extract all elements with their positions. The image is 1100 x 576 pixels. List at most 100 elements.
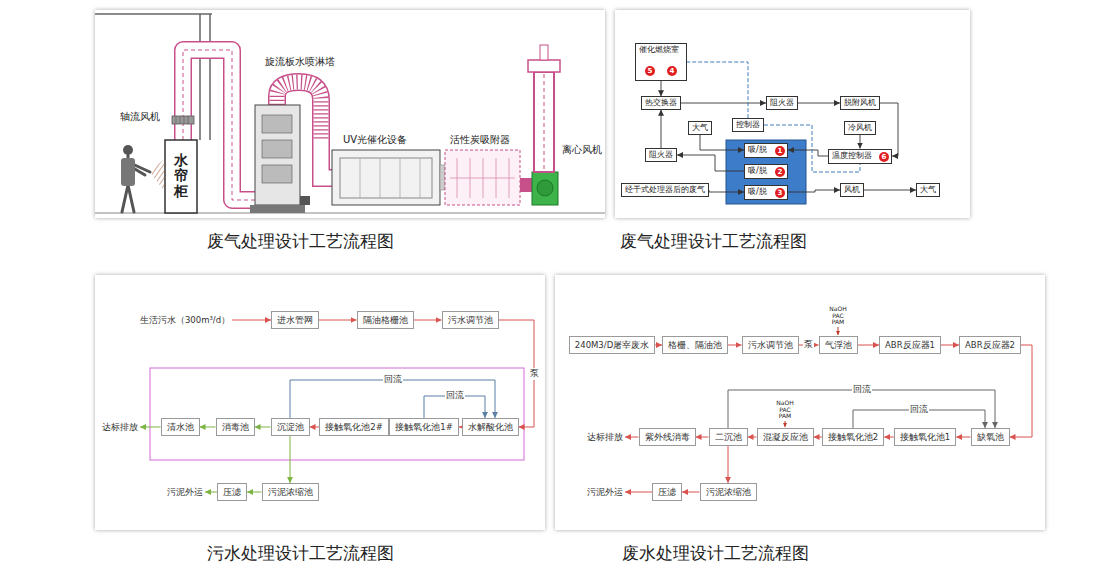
node-text: 接触氧化池2# bbox=[325, 422, 383, 432]
node-text: 达标排放 bbox=[102, 422, 138, 432]
flow-arrow bbox=[655, 345, 662, 346]
chimney bbox=[528, 60, 560, 72]
node-text: 污水调节池 bbox=[448, 315, 493, 325]
process-box: 缺氧池 bbox=[971, 428, 1010, 446]
process-box: 接触氧化池2# bbox=[319, 418, 389, 436]
node-text: 清水池 bbox=[167, 422, 194, 432]
flow-arrow bbox=[1010, 345, 1033, 437]
edge-label: 回流 bbox=[383, 374, 403, 386]
process-box: 紫外线消毒 bbox=[639, 428, 696, 446]
centrifugal-fan bbox=[537, 180, 553, 196]
node-text: 240M3/D屠宰废水 bbox=[575, 340, 649, 350]
node-text: 4 bbox=[667, 66, 677, 76]
node-text: 接触氧化池1# bbox=[395, 422, 453, 432]
part-name: 旋流板水喷淋塔 bbox=[265, 55, 335, 69]
flow-arrow bbox=[625, 437, 639, 438]
part-name: 活性炭吸附器 bbox=[450, 133, 510, 147]
node-text: ABR反应器2 bbox=[965, 340, 1015, 350]
axial-fan bbox=[172, 116, 194, 124]
node-text: 3 bbox=[775, 188, 785, 198]
chimney bbox=[534, 72, 554, 172]
process-box: 阻火器 bbox=[766, 96, 798, 110]
process-box: 阻火器 bbox=[645, 148, 677, 162]
node-text: 沉淀池 bbox=[277, 422, 304, 432]
flow-arrow bbox=[788, 150, 828, 156]
node-text: 进水管网 bbox=[277, 315, 313, 325]
caption: 废气处理设计工艺流程图 bbox=[620, 230, 807, 253]
node-text: 污泥外运 bbox=[587, 487, 623, 497]
process-box: 清水池 bbox=[161, 418, 200, 436]
process-box: 隔油格栅池 bbox=[357, 311, 414, 329]
node-text: 压滤 bbox=[223, 487, 241, 497]
process-box: 进水管网 bbox=[271, 311, 319, 329]
dosing-arrow bbox=[785, 421, 786, 427]
callout-number: 6 bbox=[879, 152, 889, 162]
node-text: 生活污水（300m³/d） bbox=[140, 315, 230, 325]
node-text: 压滤 bbox=[658, 487, 676, 497]
spray-tower bbox=[262, 140, 292, 158]
flow-arrow bbox=[682, 492, 700, 493]
process-box: 压滤 bbox=[217, 483, 247, 501]
node-text: 2 bbox=[775, 167, 785, 177]
node-text: 污水调节池 bbox=[748, 340, 793, 350]
node-text: 冷风机 bbox=[848, 123, 872, 132]
process-box: 脱附风机 bbox=[840, 96, 880, 110]
process-box: 经干式处理器后的废气 bbox=[621, 183, 709, 197]
flow-arrow bbox=[814, 437, 822, 438]
node-text: 污泥浓缩池 bbox=[268, 487, 313, 497]
worker bbox=[122, 155, 150, 212]
dosing-note: NaOH PAC PAM bbox=[829, 306, 846, 326]
node-text: 接触氧化池1 bbox=[900, 432, 950, 442]
flow-arrow bbox=[247, 492, 262, 493]
flow-arrow bbox=[884, 437, 894, 438]
node-text: 紫外线消毒 bbox=[645, 432, 690, 442]
building bbox=[95, 14, 212, 140]
flow-arrow bbox=[140, 427, 161, 428]
flow-arrow bbox=[860, 135, 861, 149]
process-box: 气浮池 bbox=[819, 336, 858, 354]
node-text: 阻火器 bbox=[770, 98, 794, 107]
node-text: 脱附风机 bbox=[844, 98, 876, 107]
text-terminal: 生活污水（300m³/d） bbox=[138, 312, 232, 328]
node-text: 隔油格栅池 bbox=[363, 315, 408, 325]
process-box: 水解酸化池 bbox=[462, 418, 519, 436]
axial-fan bbox=[172, 116, 194, 124]
part-name: 离心风机 bbox=[562, 143, 602, 157]
axial-fan bbox=[176, 116, 188, 124]
flow-arrow bbox=[788, 190, 840, 192]
flow-arrow bbox=[319, 320, 357, 321]
edge-label: 泵 bbox=[529, 368, 540, 380]
process-box: 温度控制器6 bbox=[828, 149, 892, 164]
uv-device bbox=[332, 150, 445, 205]
part-name: UV光催化设备 bbox=[343, 133, 407, 147]
flow-arrow bbox=[681, 103, 766, 104]
process-box: 催化燃烧室54 bbox=[635, 43, 687, 81]
node-text: 污泥外运 bbox=[167, 487, 203, 497]
uv-device bbox=[360, 158, 420, 198]
process-box: 混凝反应池 bbox=[757, 428, 814, 446]
node-text: 污泥浓缩池 bbox=[706, 487, 751, 497]
flow-arrow bbox=[748, 437, 757, 438]
process-box: 污水调节池 bbox=[742, 336, 799, 354]
process-box: 接触氧化池1 bbox=[894, 428, 956, 446]
part-name: 水帘柜 bbox=[174, 153, 188, 199]
flow-arrow bbox=[414, 320, 442, 321]
node-text: 气浮池 bbox=[825, 340, 852, 350]
chimney bbox=[528, 45, 560, 172]
process-box: 240M3/D屠宰废水 bbox=[569, 336, 655, 354]
process-box: 大气 bbox=[688, 121, 712, 135]
process-box: 热交换器 bbox=[641, 96, 681, 110]
edge-label: 泵 bbox=[803, 339, 814, 351]
node-text: 控制器 bbox=[736, 120, 760, 129]
text-terminal: 达标排放 bbox=[585, 429, 625, 445]
node-text: 经干式处理器后的废气 bbox=[625, 185, 705, 194]
process-box: 接触氧化池2 bbox=[822, 428, 884, 446]
node-text: 混凝反应池 bbox=[763, 432, 808, 442]
spray-tower bbox=[250, 105, 310, 213]
dosing-arrow bbox=[838, 327, 839, 335]
flow-arrow bbox=[255, 427, 271, 428]
callout-number: 5 bbox=[645, 66, 655, 76]
callout-number: 2 bbox=[775, 167, 785, 177]
node-text: 接触氧化池2 bbox=[828, 432, 878, 442]
